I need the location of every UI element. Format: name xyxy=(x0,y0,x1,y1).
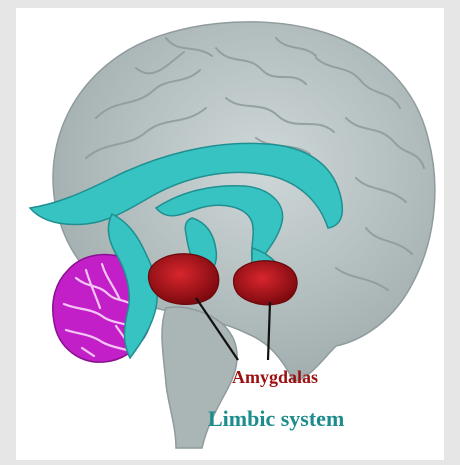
amygdalas-label: Amygdalas xyxy=(232,367,318,388)
limbic-system-diagram: Amygdalas Limbic system xyxy=(16,8,444,460)
amygdala-right xyxy=(234,261,298,305)
diagram-title: Limbic system xyxy=(208,406,344,432)
brain-illustration xyxy=(16,8,444,460)
amygdala-left xyxy=(149,254,219,305)
